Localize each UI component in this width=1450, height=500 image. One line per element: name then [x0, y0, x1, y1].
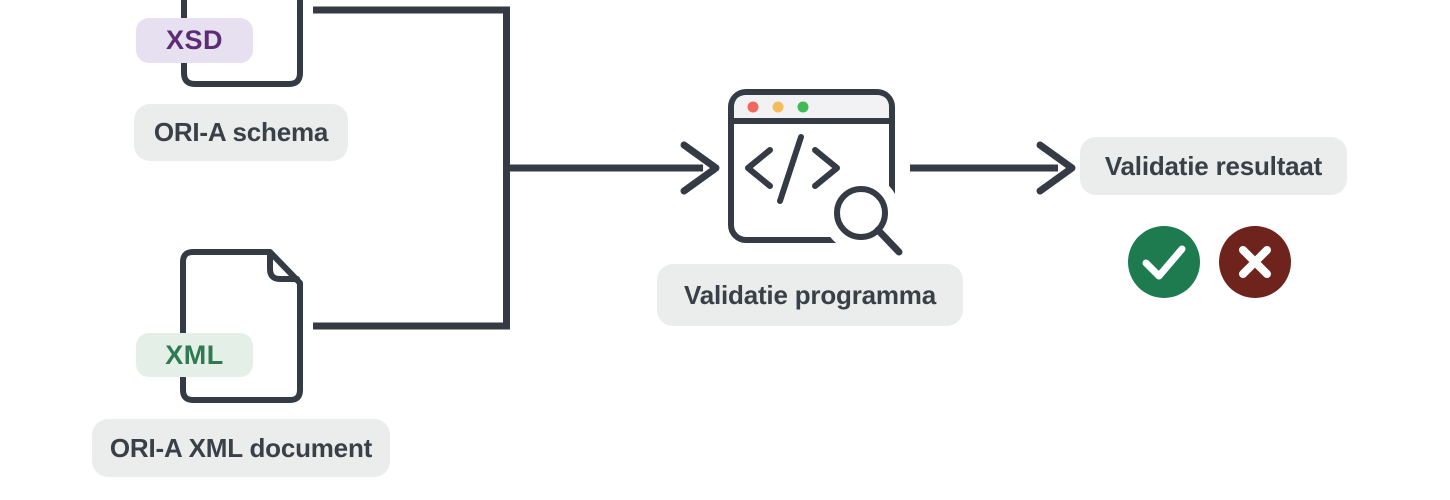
x-icon	[1239, 246, 1271, 278]
connector-lines	[313, 6, 1076, 330]
window-dot-green	[797, 101, 809, 113]
window-dot-red	[747, 101, 759, 113]
window-dot-yellow	[772, 101, 784, 113]
xml-badge: XML	[136, 333, 253, 377]
success-icon	[1128, 226, 1200, 298]
error-icon	[1219, 226, 1291, 298]
xsd-badge: XSD	[136, 18, 253, 63]
search-icon	[822, 174, 903, 256]
code-icon	[745, 134, 840, 204]
window-title-bar	[734, 95, 889, 118]
program-label: Validatie programma	[657, 264, 963, 326]
schema-label: ORI-A schema	[134, 104, 348, 161]
validation-program-icon	[728, 89, 903, 256]
arrowhead-to-result	[1036, 141, 1076, 195]
result-label: Validatie resultaat	[1080, 137, 1347, 195]
check-icon	[1142, 245, 1186, 280]
arrowhead-to-program	[680, 141, 720, 195]
xml-document-icon	[180, 249, 303, 403]
folded-corner	[267, 250, 300, 282]
xml-document-label: ORI-A XML document	[92, 419, 390, 477]
